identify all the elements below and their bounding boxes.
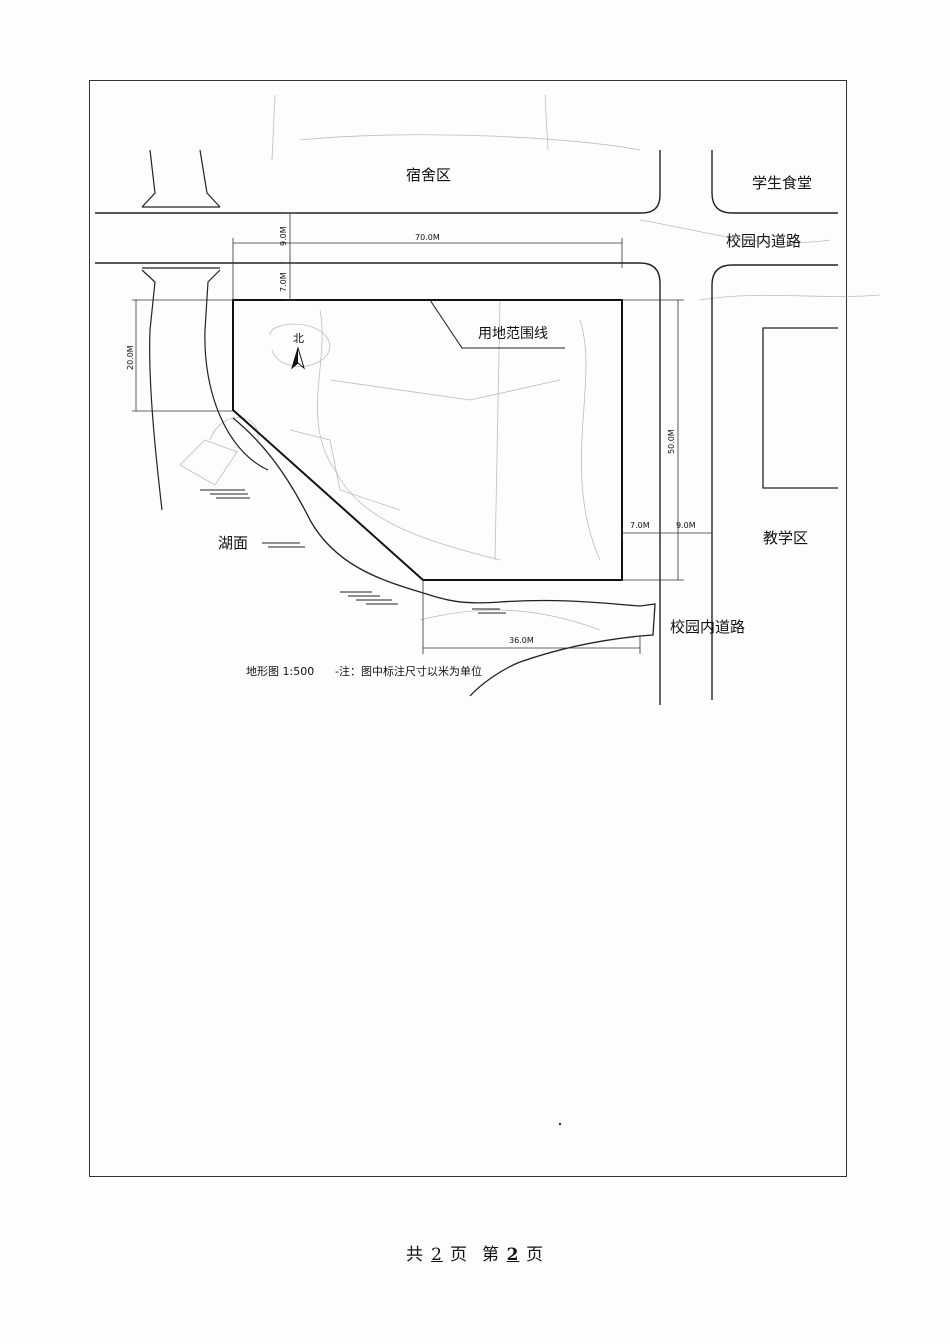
dim-road-width-right: 9.0M [676,521,696,530]
label-dormitory-area: 宿舍区 [406,166,451,184]
scan-speck [558,1122,562,1126]
label-campus-road-top: 校园内道路 [726,232,801,250]
upper-road [95,150,838,705]
land-boundary-polygon [232,299,623,581]
caption-note: -注：图中标注尺寸以米为单位 [335,664,482,678]
creek-bridge [141,149,269,511]
footer-current-suffix: 页 [526,1245,544,1265]
label-land-boundary: 用地范围线 [478,325,548,342]
water-hatching [200,489,506,614]
footer-total-pages: 2 [431,1245,443,1265]
dim-left-height: 20.0M [126,345,135,370]
caption-title: 地形图 1:500 [246,665,314,678]
dim-top-width: 70.0M [415,233,440,242]
label-north: 北 [293,332,304,345]
footer-current-prefix: 第 [482,1245,500,1265]
footer-total-prefix: 共 [406,1245,424,1265]
label-teaching-area: 教学区 [763,529,808,547]
dim-road-width-top: 9.0M [279,226,288,246]
footer-current-page: 2 [506,1245,520,1265]
label-student-canteen: 学生食堂 [752,174,812,192]
lake-shore [232,417,656,697]
teaching-building-outline [762,327,838,489]
dim-bottom-width: 36.0M [509,636,534,645]
dim-setback-right: 7.0M [630,521,650,530]
drawing-frame [89,80,847,1177]
boundary-leader-line [429,299,565,349]
dim-setback-top: 7.0M [279,272,288,292]
dim-right-height: 50.0M [667,429,676,454]
north-arrow-icon [291,346,305,370]
dimension-lines [132,212,713,654]
label-lake: 湖面 [218,534,248,552]
label-campus-road-bottom: 校园内道路 [670,618,745,636]
footer-total-suffix: 页 [450,1245,468,1265]
